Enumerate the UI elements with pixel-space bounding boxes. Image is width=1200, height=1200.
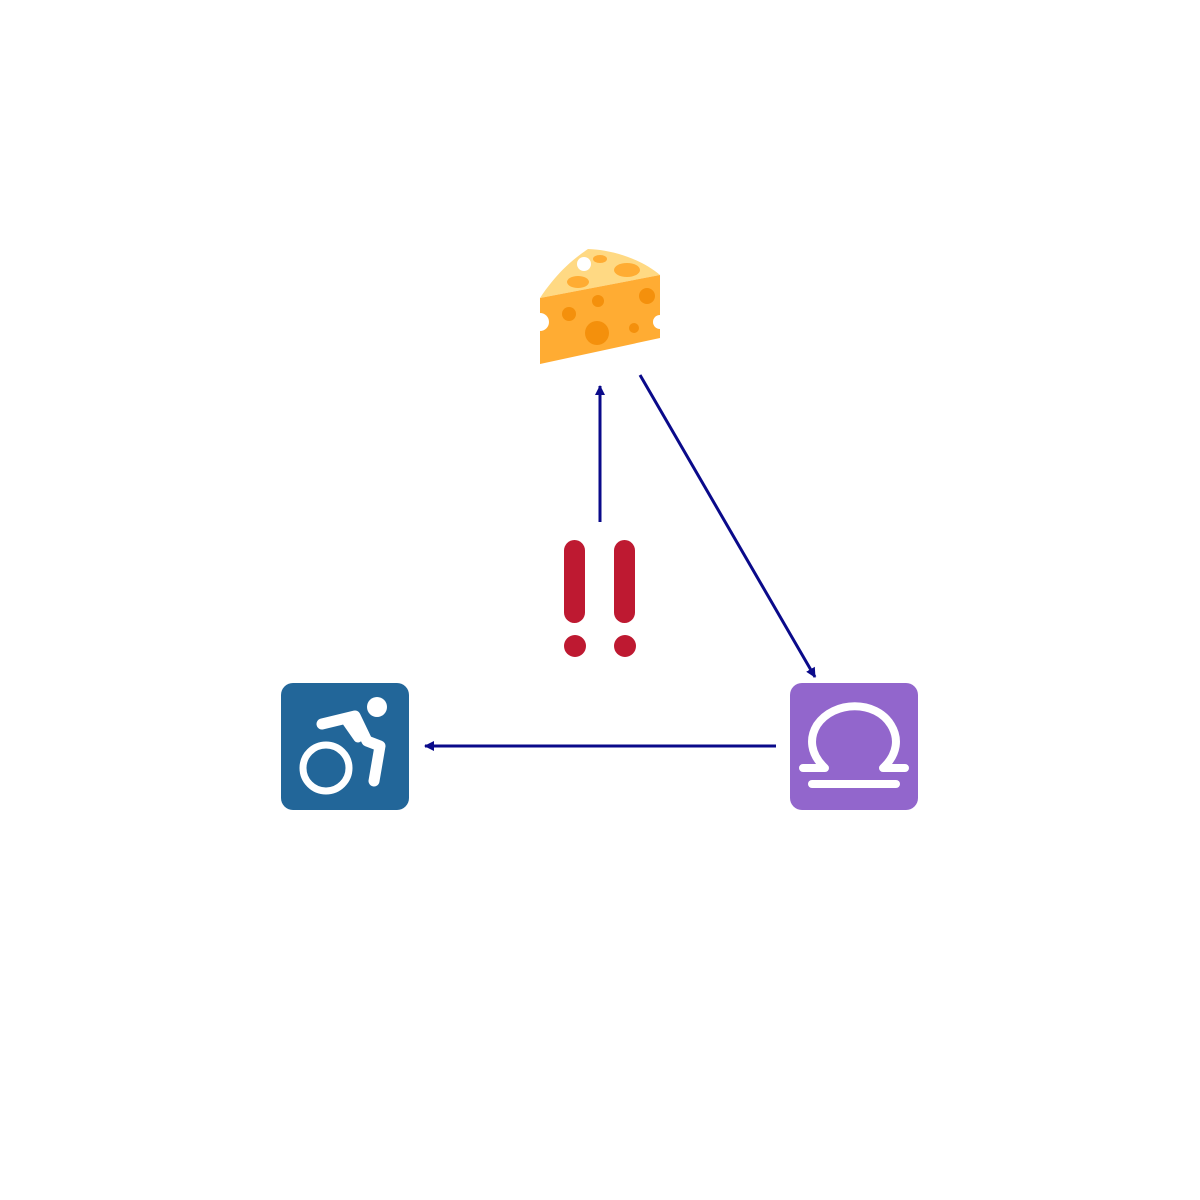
edge-cheese-to-libra xyxy=(638,374,817,678)
libra-zodiac-icon xyxy=(790,683,918,810)
cheese-wedge-icon xyxy=(531,249,667,364)
motorized-wheelchair-icon xyxy=(281,683,409,810)
edges xyxy=(424,374,817,751)
double-exclamation-icon xyxy=(564,540,636,657)
